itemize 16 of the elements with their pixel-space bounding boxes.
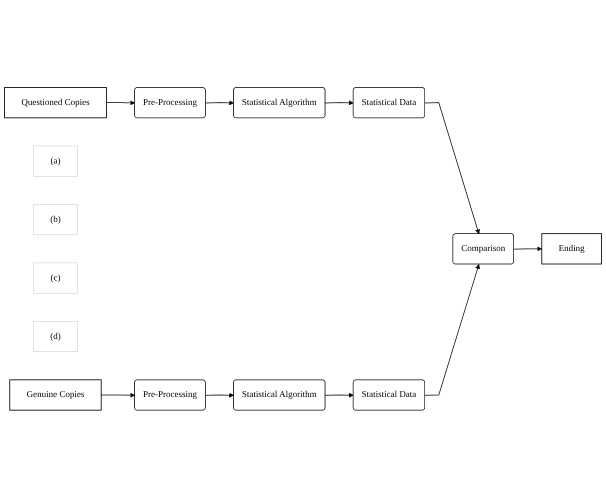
- node-box: Genuine Copies: [9, 379, 102, 410]
- arrow: [324, 392, 354, 398]
- arrow: [514, 246, 542, 251]
- arrow: [205, 100, 234, 105]
- arrow: [205, 392, 234, 398]
- node-box: (b): [33, 204, 78, 235]
- arrow: [100, 392, 136, 398]
- node-box: Questioned Copies: [4, 86, 107, 118]
- arrow: [106, 100, 136, 105]
- arrow: [424, 102, 480, 234]
- arrow: [424, 264, 480, 396]
- arrow: [324, 100, 354, 105]
- node-box: (d): [33, 320, 78, 352]
- node-box: (a): [33, 145, 78, 176]
- node-box: Ending: [541, 232, 602, 264]
- node-box: (c): [33, 262, 78, 294]
